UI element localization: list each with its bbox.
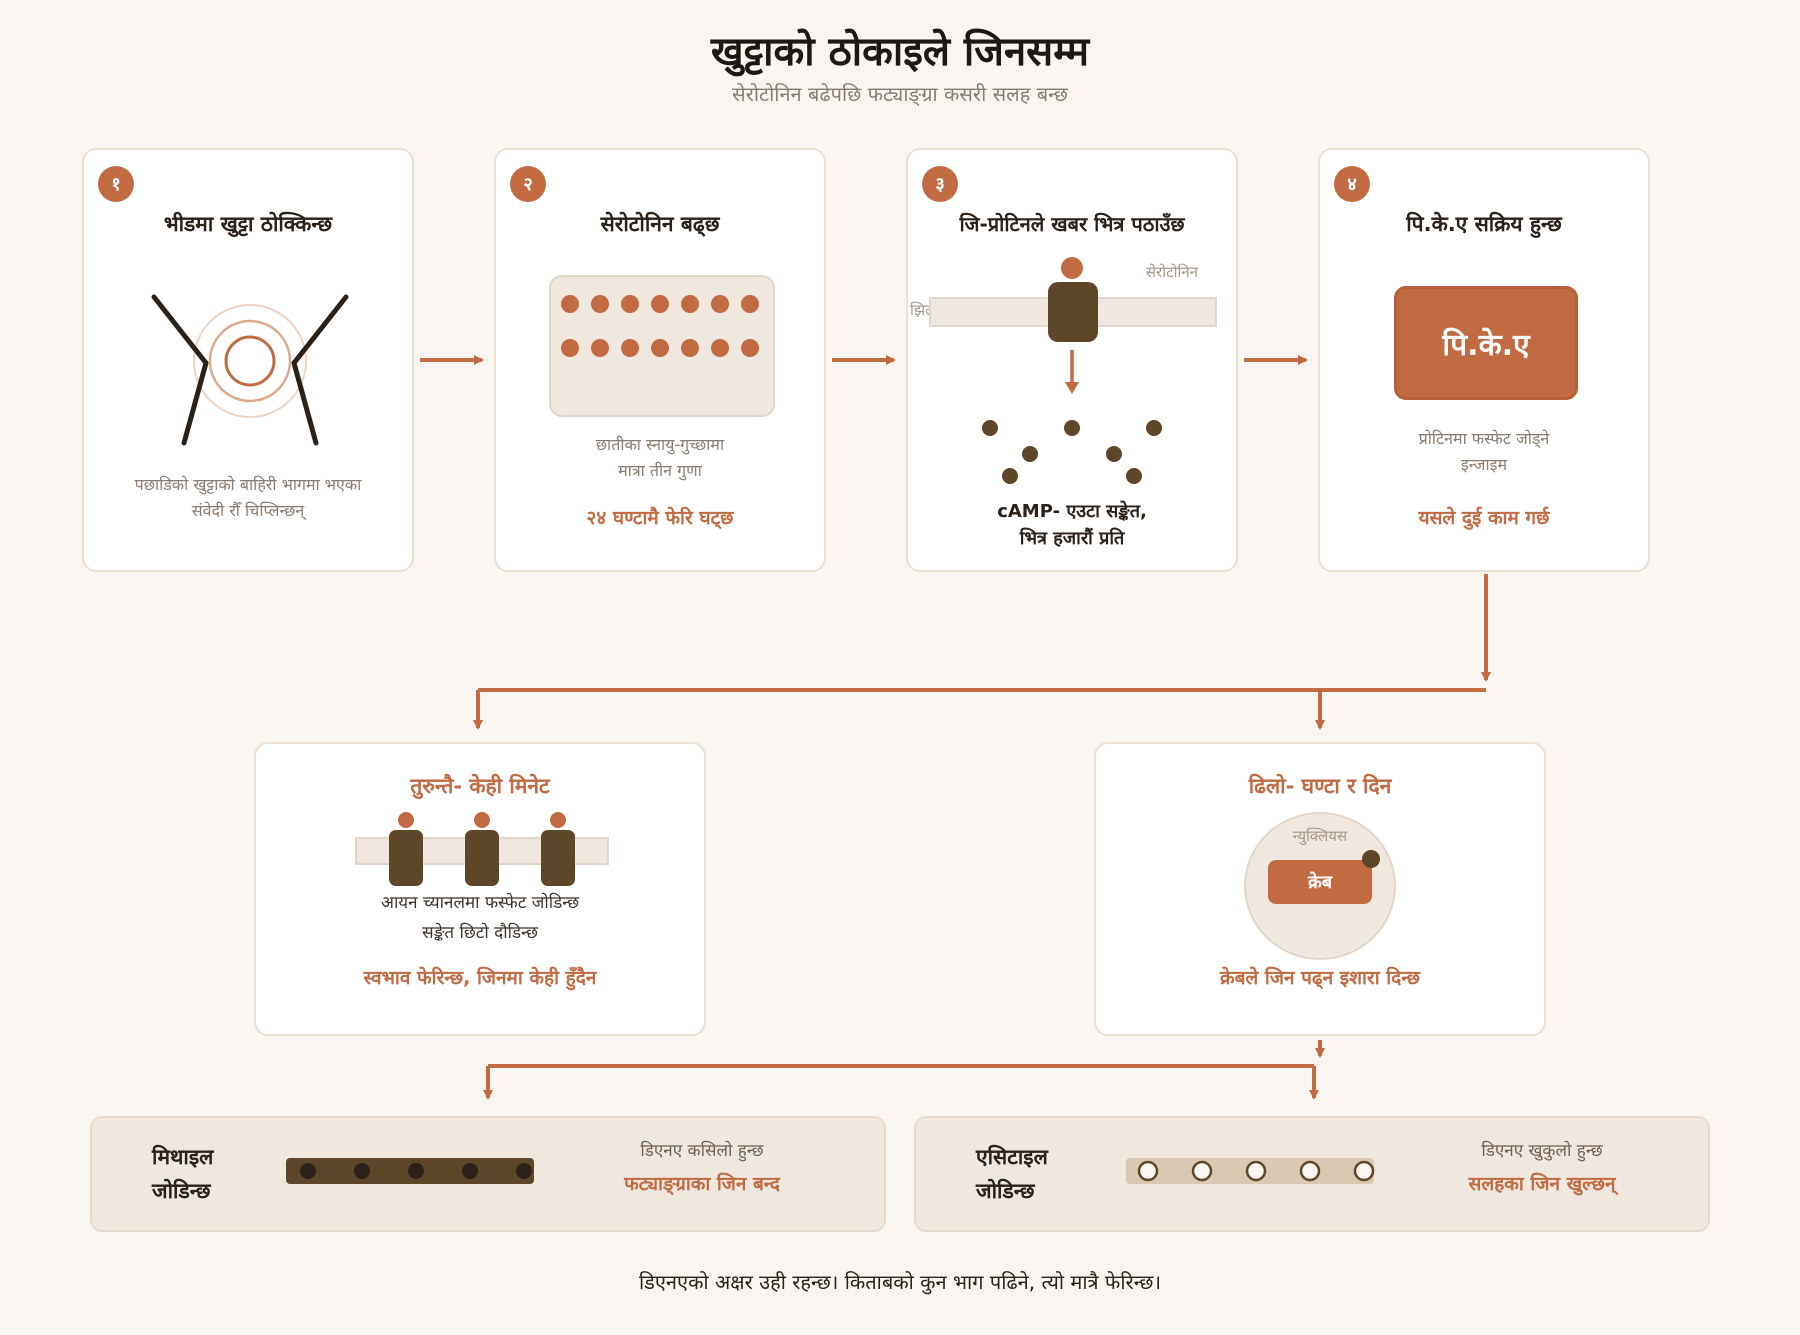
nucleus-label: न्युक्लियस [1292,827,1348,845]
outcome-accent: फट्याङ्ग्राका जिन बन्द [624,1173,780,1195]
step-badge: ४ [1334,166,1370,202]
step-title: सेरोटोनिन बढ्छ [600,212,720,236]
step-desc-line2: इन्जाइम [1460,455,1508,474]
slow-path-title: ढिलो- घण्टा र दिन [1248,774,1392,798]
fast-path-card: तुरुन्तै- केही मिनेट आयन च्यानलमा फस्फेट… [254,742,706,1036]
step-desc-line1: प्रोटिनमा फस्फेट जोड्ने [1418,429,1550,448]
outcome-accent: सलहका जिन खुल्छन् [1468,1173,1616,1195]
outcome-label-line1: मिथाइल [152,1145,214,1169]
step-desc-line2: संवेदी रौँ चिप्लिन्छन् [191,501,305,520]
outcome-methyl-card: मिथाइल जोडिन्छ डिएनए कसिलो हुन्छ फट्याङ्… [90,1116,886,1232]
step-accent: २४ घण्टामै फेरि घट्छ [586,507,734,529]
outcome-desc: डिएनए कसिलो हुन्छ [640,1141,764,1161]
step-title: भीडमा खुट्टा ठोक्किन्छ [163,212,333,236]
creb-box: क्रेब [1268,860,1372,904]
pka-box-icon: पि.के.ए [1394,286,1578,400]
slow-path-card: ढिलो- घण्टा र दिन न्युक्लियस क्रेब क्रेब… [1094,742,1546,1036]
outcome-acetyl-card: एसिटाइल जोडिन्छ डिएनए खुकुलो हुन्छ सलहका… [914,1116,1710,1232]
fast-accent: स्वभाव फेरिन्छ, जिनमा केही हुँदैन [363,967,597,989]
step-card-4: ४ पि.के.ए सक्रिय हुन्छ पि.के.ए प्रोटिनमा… [1318,148,1650,572]
step-badge: ३ [922,166,958,202]
dna-acetyl-icon [1126,1158,1375,1184]
page-subtitle: सेरोटोनिन बढेपछि फट्याङ्ग्रा कसरी सलह बन… [732,82,1068,106]
outcome-label-line2: जोडिन्छ [976,1179,1035,1203]
slow-accent: क्रेबले जिन पढ्न इशारा दिन्छ [1219,967,1420,989]
step-desc-line2: मात्रा तीन गुणा [618,461,702,480]
step-card-2: २ सेरोटोनिन बढ्छ छातीका स्नायु-गुच्छामा … [494,148,826,572]
outcome-label-line2: जोडिन्छ [152,1179,211,1203]
step-badge: २ [510,166,546,202]
step-title: पि.के.ए सक्रिय हुन्छ [1406,212,1562,236]
serotonin-dots-icon [549,275,775,417]
camp-note-line2: भित्र हजारौं प्रति [1019,528,1125,549]
step-card-3: ३ जि-प्रोटिनले खबर भित्र पठाउँछ झिल्ली स… [906,148,1238,572]
page-title: खुट्टाको ठोकाइले जिनसम्म [710,29,1090,75]
footer-note: डिएनएको अक्षर उही रहन्छ। किताबको कुन भाग… [638,1270,1162,1294]
phosphate-dot-icon [1362,850,1380,868]
step-accent: यसले दुई काम गर्छ [1418,507,1550,529]
legs-touch-icon [151,294,349,446]
fast-path-title: तुरुन्तै- केही मिनेट [410,774,550,798]
fast-desc-line2: सङ्केत छिटो दौडिन्छ [422,923,538,943]
ion-channels-icon [355,812,609,886]
step-card-1: १ भीडमा खुट्टा ठोक्किन्छ पछाडिको खुट्टाक… [82,148,414,572]
serotonin-label: सेरोटोनिन [1145,263,1199,281]
dna-methyl-icon [286,1158,534,1184]
outcome-label-line1: एसिटाइल [976,1145,1048,1169]
outcome-desc: डिएनए खुकुलो हुन्छ [1481,1141,1603,1161]
step-desc-line1: पछाडिको खुट्टाको बाहिरी भागमा भएका [134,475,362,494]
step-desc-line1: छातीका स्नायु-गुच्छामा [595,435,725,454]
receptor-icon [929,257,1217,484]
step-badge: १ [98,166,134,202]
camp-note-line1: cAMP- एउटा सङ्केत, [997,501,1147,522]
step-title: जि-प्रोटिनले खबर भित्र पठाउँछ [959,212,1185,236]
fast-desc-line1: आयन च्यानलमा फस्फेट जोडिन्छ [380,893,580,913]
